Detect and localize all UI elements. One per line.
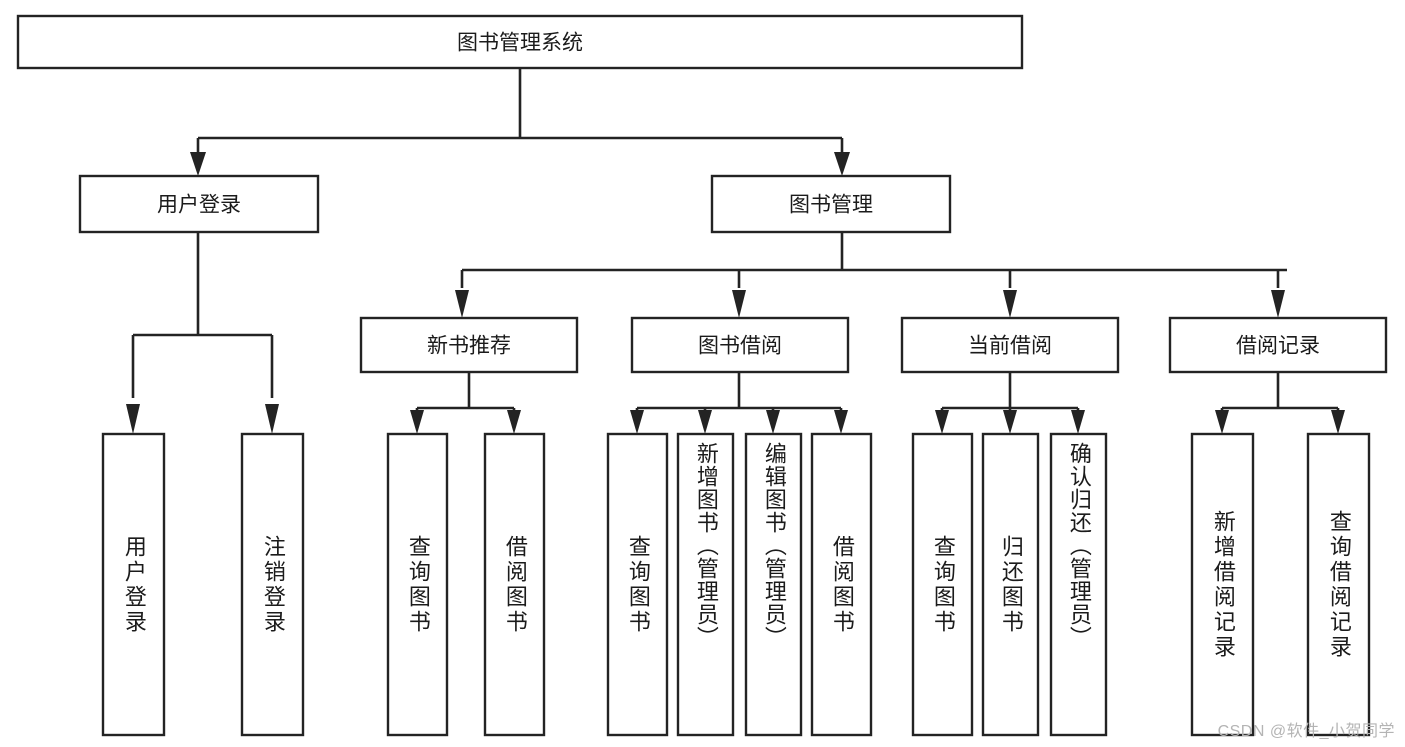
leaf-node-6-box[interactable] — [676, 432, 735, 737]
arrowhead-leaf-3 — [410, 410, 424, 434]
node-book-management-label: 图书管理 — [789, 194, 873, 217]
node-book-management[interactable]: 图书管理 — [710, 174, 952, 234]
arrowhead-leaf-9 — [935, 410, 949, 434]
arrowhead-book-mgmt — [834, 152, 850, 176]
arrowhead-current-borrow — [1003, 290, 1017, 318]
leaf-node-2-box[interactable] — [240, 432, 305, 737]
arrowhead-leaf-2 — [265, 404, 279, 434]
leaf-node-6[interactable] — [676, 432, 735, 737]
leaf-node-11-box[interactable] — [1049, 432, 1108, 737]
leaf-node-8-box[interactable] — [810, 432, 873, 737]
leaf-node-1[interactable] — [101, 432, 166, 737]
arrowhead-leaf-5 — [630, 410, 644, 434]
node-user-login-label: 用户登录 — [157, 194, 241, 217]
node-book-borrow-label: 图书借阅 — [698, 335, 782, 358]
leaf-node-7[interactable] — [744, 432, 803, 737]
arrowhead-leaf-11 — [1071, 410, 1085, 434]
node-root[interactable]: 图书管理系统 — [16, 14, 1024, 70]
arrowhead-leaf-8 — [834, 410, 848, 434]
leaf-node-11[interactable] — [1049, 432, 1108, 737]
leaf-node-3[interactable] — [386, 432, 449, 737]
node-borrow-record[interactable]: 借阅记录 — [1168, 316, 1388, 374]
arrowhead-leaf-6 — [698, 410, 712, 434]
leaf-node-2[interactable] — [240, 432, 305, 737]
arrowhead-leaf-12 — [1215, 410, 1229, 434]
node-current-borrow-box[interactable] — [900, 316, 1120, 374]
leaf-node-9[interactable] — [911, 432, 974, 737]
leaf-node-4[interactable] — [483, 432, 546, 737]
node-book-management-box[interactable] — [710, 174, 952, 234]
node-new-book-recommend-box[interactable] — [359, 316, 579, 374]
leaf-node-10[interactable] — [981, 432, 1040, 737]
leaf-node-3-box[interactable] — [386, 432, 449, 737]
leaf-node-13-box[interactable] — [1306, 432, 1371, 737]
leaf-node-9-box[interactable] — [911, 432, 974, 737]
arrowhead-leaf-10 — [1003, 410, 1017, 434]
arrowhead-borrow-record — [1271, 290, 1285, 318]
leaf-node-12[interactable] — [1190, 432, 1255, 737]
leaf-node-4-box[interactable] — [483, 432, 546, 737]
arrowhead-new-book-rec — [455, 290, 469, 318]
arrowhead-user-login — [190, 152, 206, 176]
node-book-borrow-box[interactable] — [630, 316, 850, 374]
arrowhead-leaf-4 — [507, 410, 521, 434]
leaf-node-5[interactable] — [606, 432, 669, 737]
leaf-node-7-box[interactable] — [744, 432, 803, 737]
watermark-text: CSDN @软件_小贺同学 — [1217, 723, 1395, 740]
leaf-node-5-box[interactable] — [606, 432, 669, 737]
node-current-borrow-label: 当前借阅 — [968, 335, 1052, 358]
node-current-borrow[interactable]: 当前借阅 — [900, 316, 1120, 374]
arrowhead-book-borrow — [732, 290, 746, 318]
node-new-book-recommend[interactable]: 新书推荐 — [359, 316, 579, 374]
leaf-node-13[interactable] — [1306, 432, 1371, 737]
node-root-label: 图书管理系统 — [457, 32, 583, 55]
node-borrow-record-box[interactable] — [1168, 316, 1388, 374]
arrowhead-leaf-1 — [126, 404, 140, 434]
leaf-node-12-box[interactable] — [1190, 432, 1255, 737]
node-borrow-record-label: 借阅记录 — [1236, 335, 1320, 358]
node-root-box[interactable] — [16, 14, 1024, 70]
arrowhead-leaf-7 — [766, 410, 780, 434]
connector-layer — [126, 68, 1345, 434]
node-new-book-recommend-label: 新书推荐 — [427, 335, 511, 358]
node-book-borrow[interactable]: 图书借阅 — [630, 316, 850, 374]
leaf-node-8[interactable] — [810, 432, 873, 737]
arrowhead-leaf-13 — [1331, 410, 1345, 434]
node-user-login-box[interactable] — [78, 174, 320, 234]
leaf-node-10-box[interactable] — [981, 432, 1040, 737]
leaf-node-1-box[interactable] — [101, 432, 166, 737]
node-user-login[interactable]: 用户登录 — [78, 174, 320, 234]
